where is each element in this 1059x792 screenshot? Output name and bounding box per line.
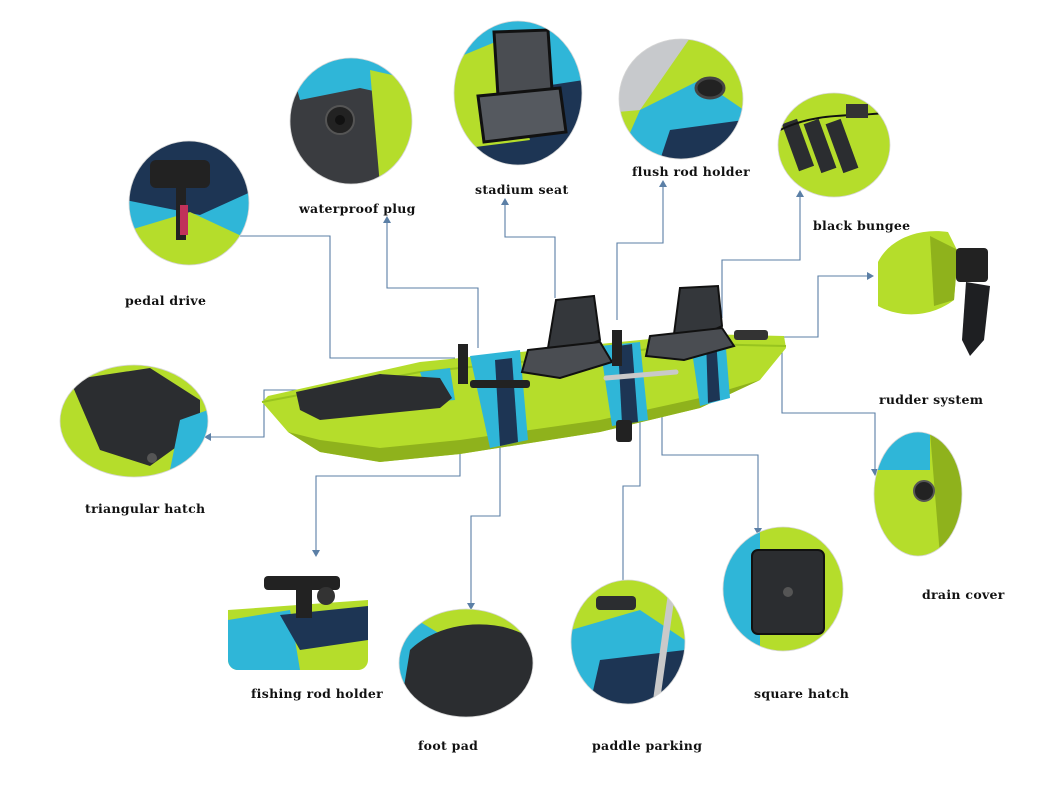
arrow-stadium-seat xyxy=(501,198,509,205)
label-stadium-seat: stadium seat xyxy=(475,182,569,197)
label-rudder-system: rudder system xyxy=(879,392,984,407)
connector-foot-pad xyxy=(470,380,501,608)
label-triangular-hatch: triangular hatch xyxy=(85,501,206,516)
arrow-triangular-hatch xyxy=(204,433,211,441)
arrow-black-bungee xyxy=(796,190,804,197)
detail-fishing-rod-holder-image xyxy=(228,572,368,670)
label-foot-pad: foot pad xyxy=(418,738,479,753)
kayak-pedal-drives xyxy=(458,330,632,442)
connector-flush-rod-holder xyxy=(616,182,664,320)
detail-drain-cover-image xyxy=(874,432,962,556)
label-flush-rod-holder: flush rod holder xyxy=(632,164,750,179)
label-waterproof-plug: waterproof plug xyxy=(299,201,416,216)
label-drain-cover: drain cover xyxy=(922,587,1005,602)
kayak-main-image xyxy=(261,284,787,462)
arrow-waterproof-plug xyxy=(383,216,391,223)
detail-waterproof-plug-image xyxy=(290,58,412,184)
connector-drain-cover xyxy=(781,350,876,474)
arrow-foot-pad xyxy=(467,603,475,610)
label-paddle-parking: paddle parking xyxy=(592,738,703,753)
arrow-flush-rod-holder xyxy=(659,180,667,187)
connector-rudder-system xyxy=(746,275,872,338)
label-fishing-rod-holder: fishing rod holder xyxy=(251,686,384,701)
connector-stadium-seat xyxy=(504,200,556,298)
arrow-square-hatch xyxy=(754,528,762,535)
arrow-fishing-rod-holder xyxy=(312,550,320,557)
label-pedal-drive: pedal drive xyxy=(125,293,207,308)
connector-paddle-parking xyxy=(622,378,641,600)
connector-black-bungee xyxy=(721,192,801,318)
kayak-seat-rear xyxy=(644,284,736,362)
kayak-front-deck xyxy=(296,374,452,420)
detail-paddle-parking-image xyxy=(571,580,685,704)
connector-waterproof-plug xyxy=(386,218,479,348)
kayak-paddle xyxy=(603,369,679,381)
detail-square-hatch-image xyxy=(723,527,843,651)
label-square-hatch: square hatch xyxy=(754,686,850,701)
detail-rudder-system-image xyxy=(878,231,990,356)
detail-pedal-drive-image xyxy=(129,141,249,265)
label-black-bungee: black bungee xyxy=(813,218,911,233)
arrow-rudder-system xyxy=(867,272,874,280)
detail-triangular-hatch-image xyxy=(60,365,208,477)
detail-foot-pad-image xyxy=(399,609,533,717)
detail-black-bungee-image xyxy=(778,93,890,197)
connector-pedal-drive xyxy=(228,235,455,359)
detail-stadium-seat-image xyxy=(454,21,582,165)
connector-triangular-hatch xyxy=(206,389,300,438)
kayak-seat-front xyxy=(520,294,614,380)
